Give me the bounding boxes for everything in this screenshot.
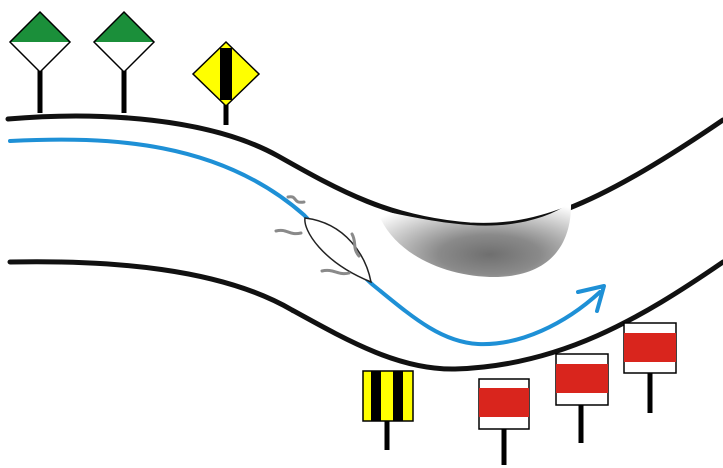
green-diamond-sign	[10, 12, 70, 113]
yellow-diamond-sign-black-stripe	[193, 42, 259, 125]
red-square-sign	[556, 354, 608, 443]
upper-bank	[8, 116, 723, 225]
red-square-sign	[479, 379, 529, 465]
red-square-sign	[624, 323, 676, 413]
green-diamond-sign	[94, 12, 154, 113]
yellow-square-sign-black-stripes	[363, 371, 413, 450]
boat-icon	[276, 197, 371, 282]
